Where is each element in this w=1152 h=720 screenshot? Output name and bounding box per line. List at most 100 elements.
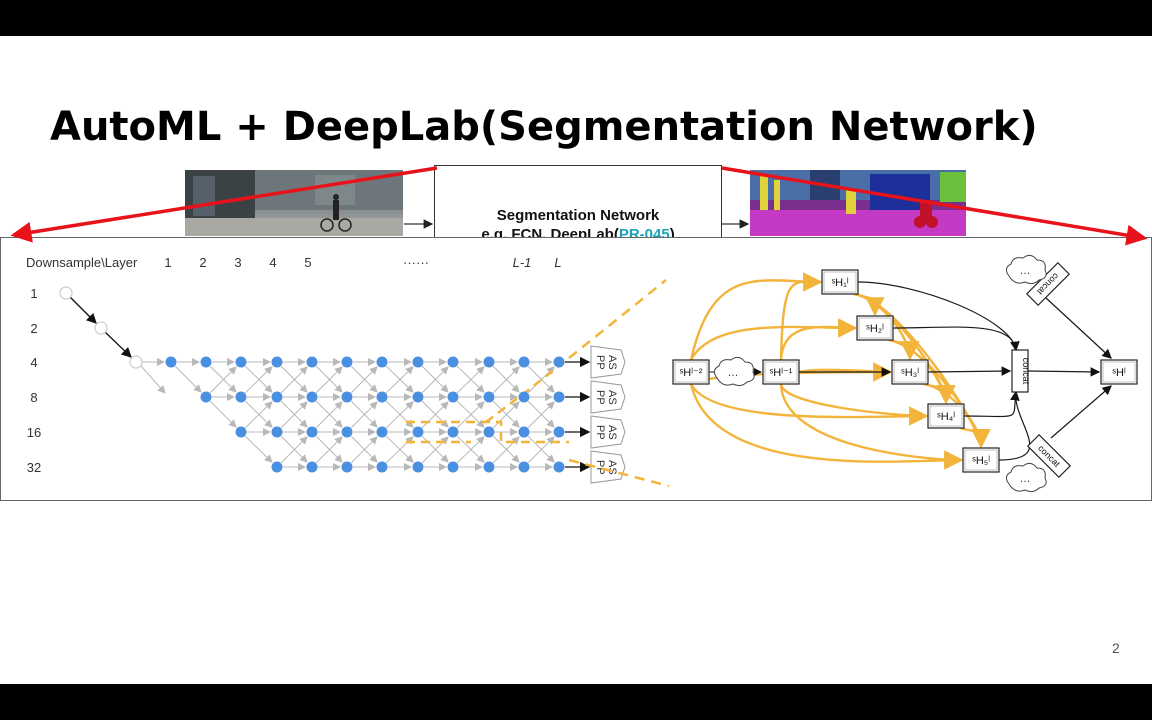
grid-edge xyxy=(492,435,520,463)
cell-edge xyxy=(689,318,858,361)
subtitle-suffix: ) xyxy=(669,226,675,243)
slide-title: AutoML + DeepLab(Segmentation Network) xyxy=(50,104,1038,150)
grid-edge xyxy=(492,400,520,428)
grid-edge xyxy=(350,366,378,394)
zoom-line-bottom xyxy=(568,458,670,488)
grid-edge xyxy=(244,366,273,394)
grid-edge xyxy=(350,401,378,429)
cell-edge xyxy=(779,318,858,361)
highlight-path xyxy=(406,420,569,444)
grid-node xyxy=(341,426,353,438)
grid-edge xyxy=(280,435,308,463)
stem-edge xyxy=(69,296,97,324)
grid-node xyxy=(483,391,495,403)
cell-block: ˢH₅ˡ xyxy=(962,447,1000,473)
downsample-label: 32 xyxy=(27,460,41,475)
grid-edge xyxy=(209,400,237,428)
layer-label: 2 xyxy=(199,255,206,270)
grid-edge xyxy=(421,365,449,393)
cell-edge xyxy=(1027,367,1101,377)
layer-label: ······ xyxy=(403,255,429,270)
cell-input-prev2: ˢHˡ⁻² xyxy=(672,359,710,385)
grid-edge xyxy=(350,400,378,428)
grid-edge xyxy=(315,400,343,428)
grid-edge xyxy=(492,366,520,394)
concat-node: concat xyxy=(1011,349,1031,393)
grid-node xyxy=(376,356,388,368)
grid-edge xyxy=(209,366,237,394)
grid-node xyxy=(412,426,424,438)
grid-node xyxy=(376,461,388,473)
cell-edge xyxy=(689,272,823,361)
grid-node xyxy=(483,461,495,473)
cell-block: ˢH₄ˡ xyxy=(927,403,965,429)
svg-text:…: … xyxy=(1020,265,1031,277)
cell-edge xyxy=(998,390,1031,461)
grid-edge xyxy=(280,366,308,394)
grid-node xyxy=(518,426,530,438)
grid-edge xyxy=(174,365,202,393)
grid-node xyxy=(341,461,353,473)
svg-text:…: … xyxy=(1020,473,1031,485)
segmentation-network-title: Segmentation Network xyxy=(496,207,660,224)
grid-edge xyxy=(421,366,449,394)
grid-node xyxy=(235,391,247,403)
ellipsis-cloud: … xyxy=(713,356,755,387)
grid-edge xyxy=(492,365,520,393)
grid-edge xyxy=(209,365,237,393)
layer-label: 1 xyxy=(164,255,171,270)
grid-node xyxy=(271,356,283,368)
grid-edge xyxy=(350,365,378,393)
grid-edge xyxy=(315,401,343,429)
grid-node xyxy=(518,461,530,473)
grid-node xyxy=(412,356,424,368)
cell-edge xyxy=(779,272,823,361)
svg-text:ˢH₂ˡ: ˢH₂ˡ xyxy=(866,323,884,335)
grid-node xyxy=(200,356,212,368)
ellipsis-cloud-upper: … xyxy=(1005,254,1047,285)
grid-edge xyxy=(421,401,449,429)
layer-label: L xyxy=(554,255,561,270)
grid-node xyxy=(341,356,353,368)
aspp-label: PP xyxy=(594,425,606,440)
aspp-label: AS xyxy=(606,425,618,440)
grid-node xyxy=(518,391,530,403)
grid-edge xyxy=(315,435,343,463)
grid-edge xyxy=(385,401,414,429)
grid-node xyxy=(376,391,388,403)
grid-edge xyxy=(280,436,308,464)
cell-edge xyxy=(779,383,929,426)
grid-node xyxy=(412,391,424,403)
stem-node xyxy=(59,286,73,300)
svg-text:ˢH₃ˡ: ˢH₃ˡ xyxy=(901,367,919,379)
grid-node xyxy=(518,356,530,368)
grid-node xyxy=(341,391,353,403)
grid-node xyxy=(483,356,495,368)
grid-node xyxy=(271,461,283,473)
grid-node xyxy=(306,426,318,438)
cell-edge xyxy=(779,383,964,470)
cell-output: ˢHˡ xyxy=(1100,359,1138,385)
grid-edge xyxy=(315,436,343,464)
cell-input-prev1: ˢHˡ⁻¹ xyxy=(762,359,800,385)
aspp-label: PP xyxy=(594,460,606,475)
cell-block: ˢH₂ˡ xyxy=(856,315,894,341)
grid-node xyxy=(483,426,495,438)
grid-edge xyxy=(244,435,273,463)
grid-node xyxy=(235,426,247,438)
svg-text:ˢHˡ⁻¹: ˢHˡ⁻¹ xyxy=(770,367,793,379)
stem-node xyxy=(94,321,108,335)
grid-edge xyxy=(456,401,485,429)
grid-node xyxy=(306,356,318,368)
grid-node xyxy=(306,461,318,473)
layer-label: L-1 xyxy=(513,255,532,270)
aspp-label: AS xyxy=(606,460,618,475)
svg-text:ˢHˡ⁻²: ˢHˡ⁻² xyxy=(680,367,703,379)
